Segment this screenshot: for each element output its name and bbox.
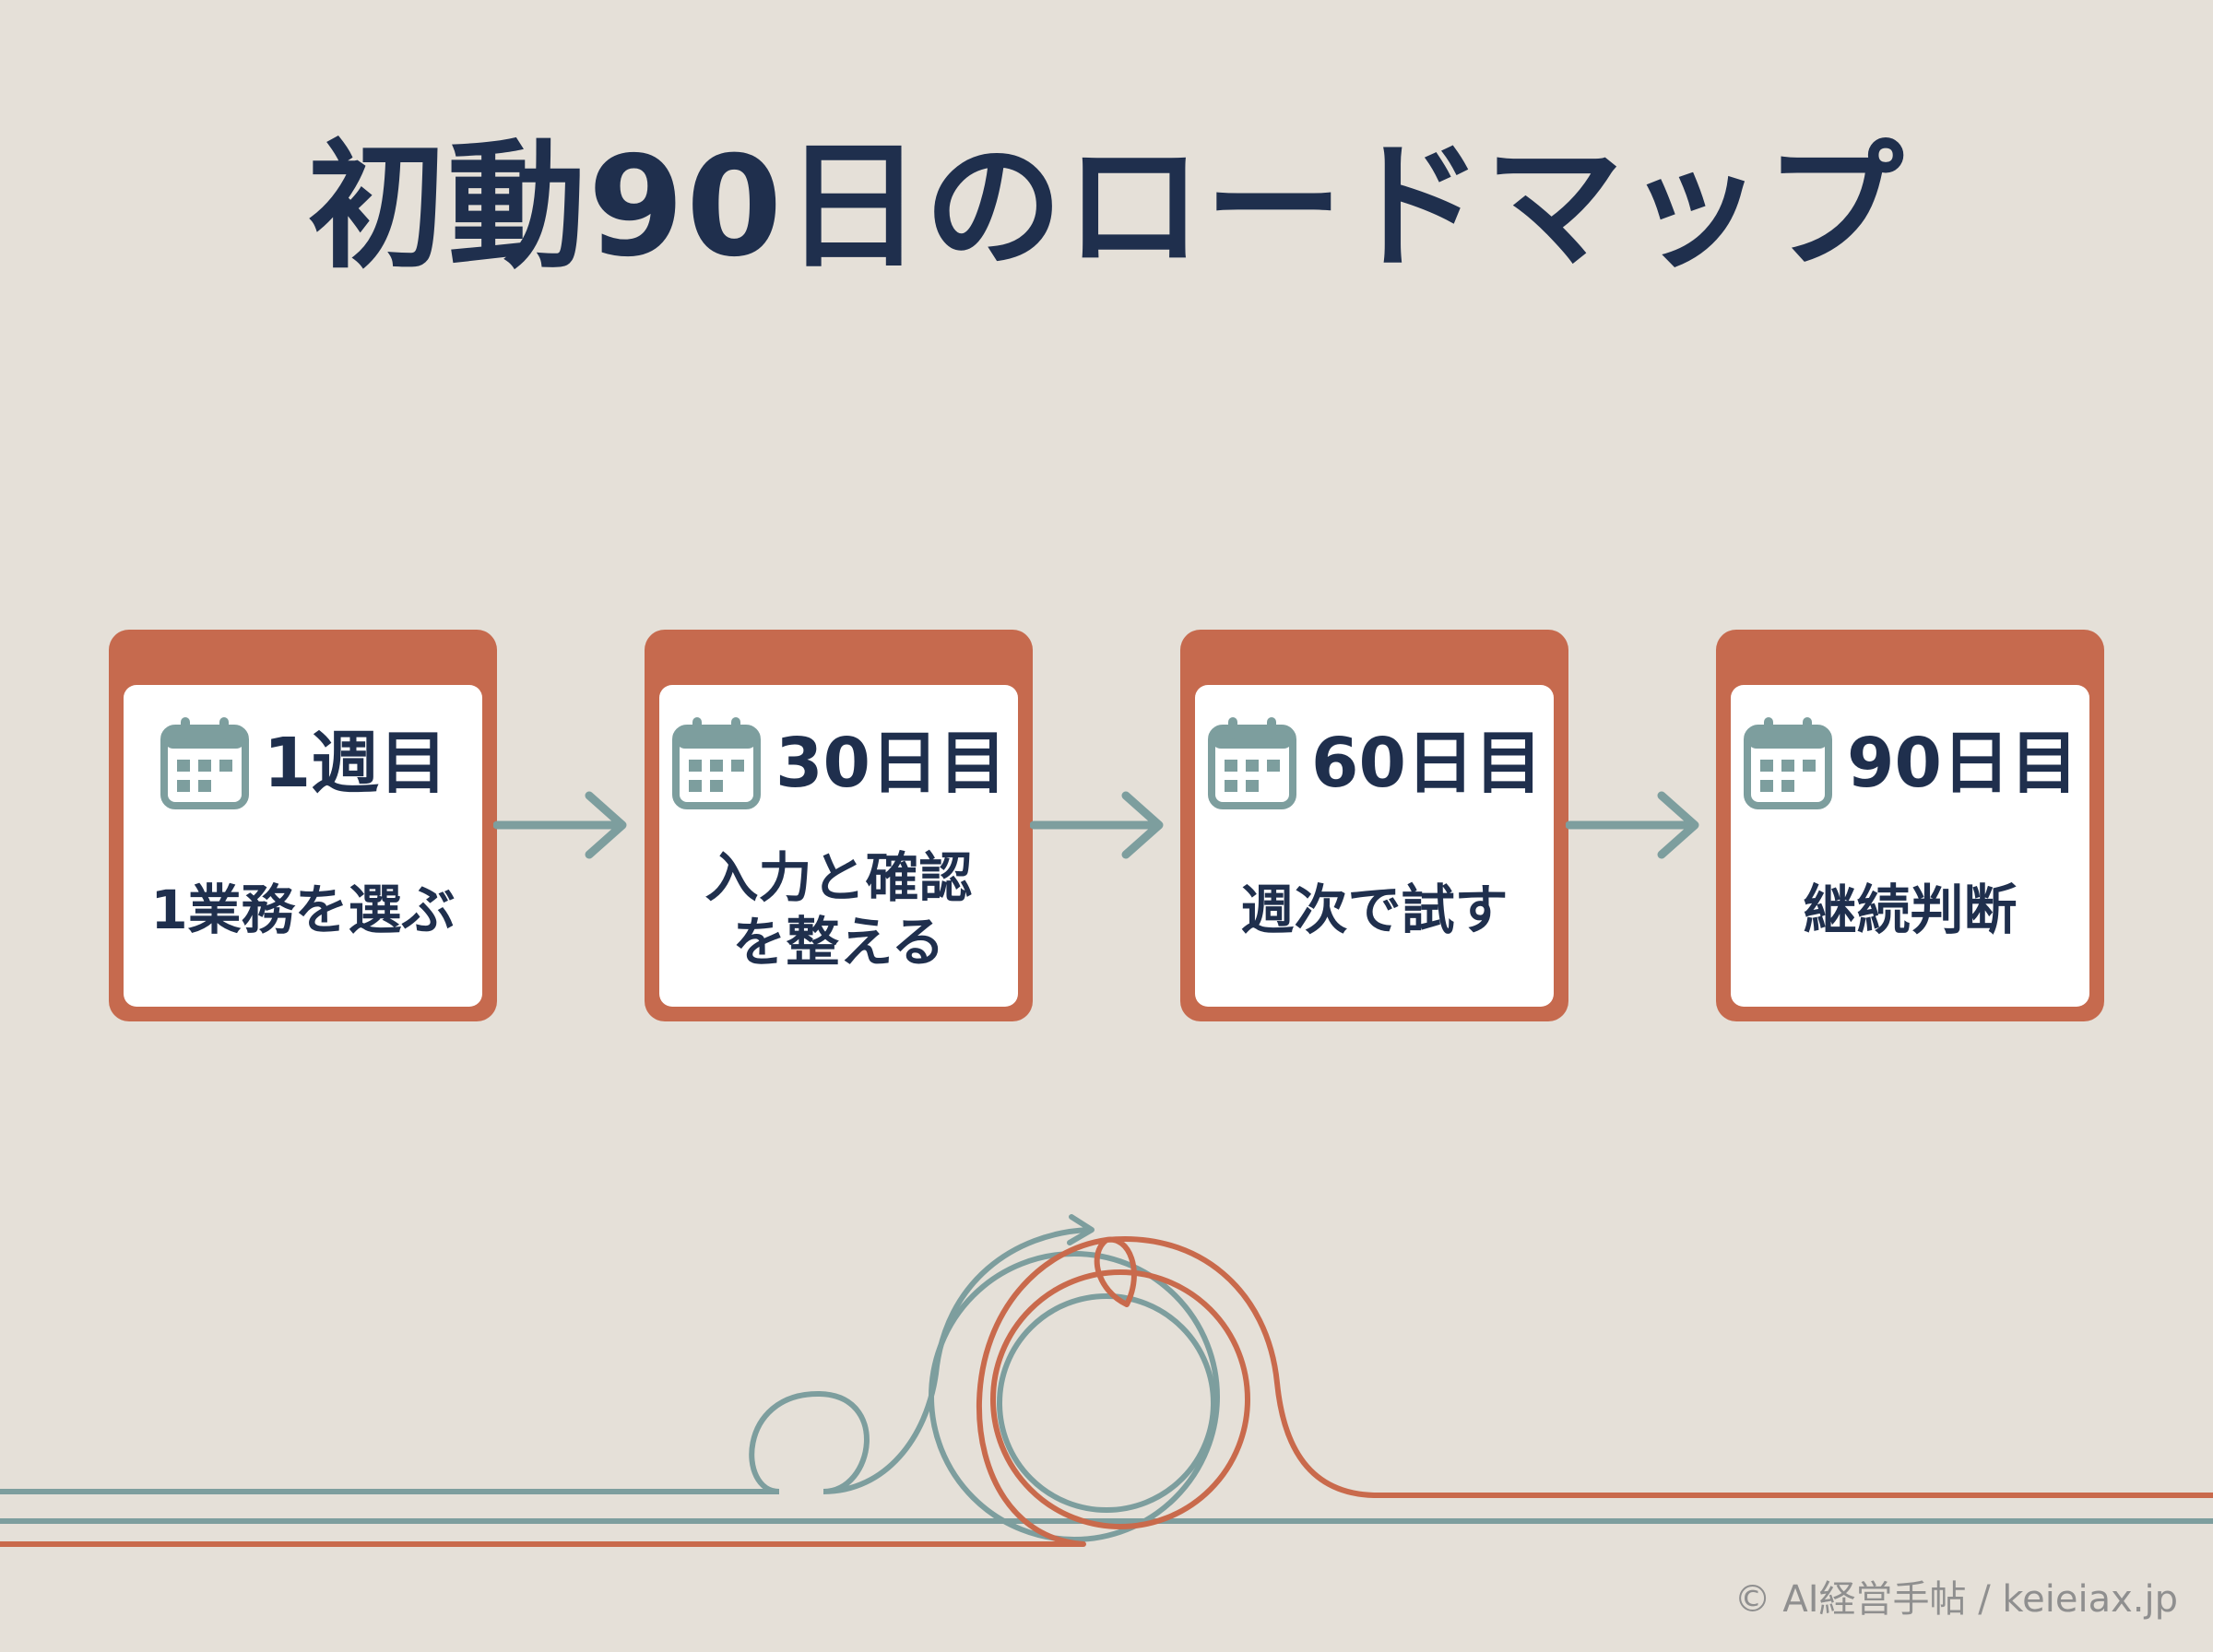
step-period: 1週目 (263, 724, 448, 803)
step-card-body: 90日目 継続判断 (1731, 685, 2089, 1007)
step-card-day60: 60日目 週次で試す (1180, 630, 1568, 1021)
step-period: 90日目 (1847, 724, 2078, 803)
step-card-day90: 90日目 継続判断 (1716, 630, 2104, 1021)
step-card-body: 1週目 1業務を選ぶ (124, 685, 482, 1007)
decorative-loop-lines (0, 1214, 2213, 1547)
step-card-header: 90日目 (1731, 713, 2089, 814)
page-title: 初動90日のロードマップ (307, 127, 1906, 288)
step-card-header: 60日目 (1195, 713, 1554, 814)
step-period: 60日目 (1311, 724, 1543, 803)
step-card-day30: 30日目 入力と確認 を整える (645, 630, 1033, 1021)
copyright-footer: © AI経営手帖 / keieiax.jp (1734, 1578, 2178, 1621)
step-card-header: 30日目 (659, 713, 1018, 814)
arrow-right-icon (493, 791, 627, 859)
step-card-week1: 1週目 1業務を選ぶ (109, 630, 497, 1021)
calendar-icon (1744, 717, 1832, 809)
calendar-icon (160, 717, 249, 809)
arrow-right-icon (1566, 791, 1699, 859)
step-task: 継続判断 (1803, 879, 2018, 942)
step-card-body: 60日目 週次で試す (1195, 685, 1554, 1007)
calendar-icon (672, 717, 761, 809)
step-task: 1業務を選ぶ (150, 879, 456, 942)
step-card-body: 30日目 入力と確認 を整える (659, 685, 1018, 1007)
calendar-icon (1208, 717, 1296, 809)
step-task: 入力と確認 を整える (704, 846, 973, 974)
step-period: 30日目 (775, 724, 1007, 803)
arrow-right-icon (1030, 791, 1164, 859)
step-task: 週次で試す (1240, 879, 1509, 942)
step-card-header: 1週目 (124, 713, 482, 814)
